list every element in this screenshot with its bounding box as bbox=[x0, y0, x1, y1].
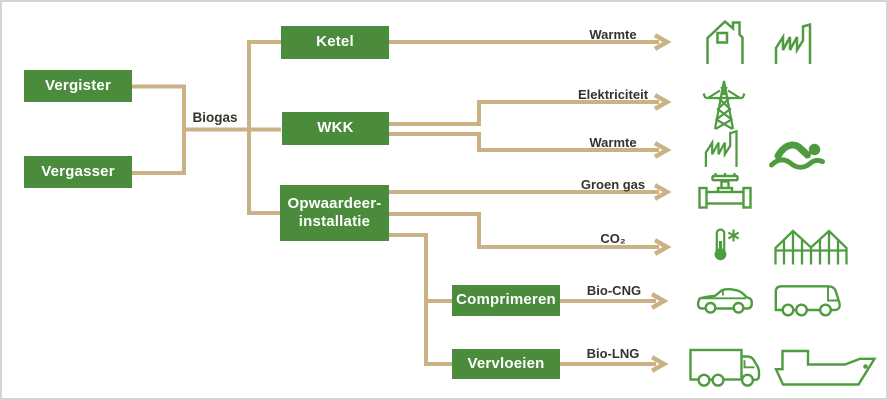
flow-label-bio-cng: Bio-CNG bbox=[586, 283, 642, 298]
biogas-junction-label: Biogas bbox=[192, 110, 238, 125]
node-comprimeren: Comprimeren bbox=[452, 285, 560, 316]
node-comprimeren-label: Comprimeren bbox=[456, 291, 556, 309]
car-icon bbox=[696, 287, 754, 314]
connector-lines bbox=[132, 40, 659, 366]
thermometer-cold-icon bbox=[714, 228, 740, 261]
node-wkk-label: WKK bbox=[317, 119, 354, 137]
greenhouse-icon bbox=[774, 229, 848, 265]
flow-label-groen-gas: Groen gas bbox=[580, 177, 646, 192]
factory-icon bbox=[704, 130, 738, 169]
node-opwaardeer-label-line2: installatie bbox=[298, 213, 371, 230]
node-vergister-label: Vergister bbox=[44, 76, 111, 94]
node-vervloeien-label: Vervloeien bbox=[467, 354, 545, 372]
flow-label-co2: CO₂ bbox=[600, 231, 626, 246]
node-vervloeien: Vervloeien bbox=[452, 349, 560, 379]
node-wkk: WKK bbox=[282, 112, 389, 145]
node-opwaardeerinstallatie: Opwaardeer- installatie bbox=[280, 185, 389, 241]
node-ketel: Ketel bbox=[281, 26, 389, 59]
flow-label-elektriciteit: Elektriciteit bbox=[577, 87, 649, 102]
bus-icon bbox=[774, 285, 841, 317]
flow-label-bio-lng: Bio-LNG bbox=[586, 346, 640, 361]
node-vergasser-label: Vergasser bbox=[41, 162, 115, 180]
gas-valve-icon bbox=[698, 173, 752, 209]
factory-icon bbox=[774, 23, 812, 66]
power-pylon-icon bbox=[702, 80, 746, 130]
house-icon bbox=[706, 19, 744, 64]
swimmer-icon bbox=[769, 141, 825, 170]
truck-icon bbox=[689, 348, 761, 387]
node-ketel-label: Ketel bbox=[316, 33, 354, 51]
node-vergasser: Vergasser bbox=[24, 156, 132, 188]
flow-arrowheads bbox=[650, 33, 672, 373]
node-opwaardeer-label-line1: Opwaardeer- bbox=[287, 194, 382, 212]
flow-label-warmte-wkk: Warmte bbox=[589, 135, 637, 150]
ship-icon bbox=[774, 349, 877, 386]
flow-label-warmte-ketel: Warmte bbox=[589, 27, 637, 42]
node-vergister: Vergister bbox=[24, 70, 132, 102]
